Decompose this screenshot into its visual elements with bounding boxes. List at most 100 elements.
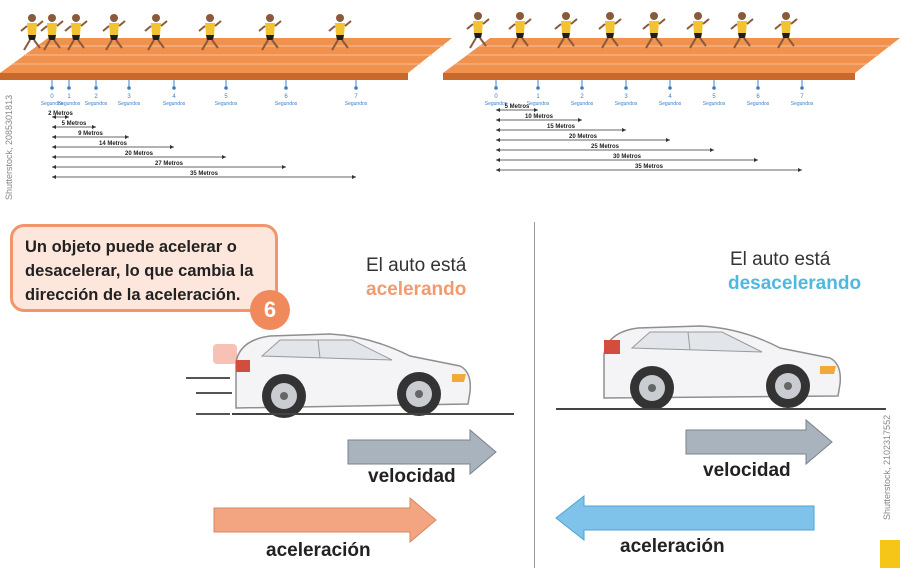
runner-left-3 [102,14,126,51]
tick-unit: Segundos [571,101,594,107]
runner-left-6 [258,14,282,51]
tick-number: 1 [67,94,71,100]
left-heading: El auto está [366,255,467,276]
distance-left-0: 2 Metros [48,111,73,119]
tick-number: 0 [50,94,54,100]
left-velocity-label: velocidad [368,466,456,487]
right-heading: El auto está [730,249,831,270]
car-accelerating [186,333,514,418]
distance-label: 30 Metros [613,154,642,160]
tick-unit: Segundos [58,101,81,107]
tick-number: 3 [127,94,131,100]
distance-right-3: 20 Metros [496,134,670,142]
callout-line-2: desacelerar, lo que cambia la [25,262,254,280]
distance-label: 9 Metros [78,131,103,137]
tick-number: 2 [580,94,584,100]
runner-right-0 [466,12,490,49]
tick-number: 5 [224,94,228,100]
distance-label: 27 Metros [155,161,184,167]
tick-unit: Segundos [118,101,141,107]
distance-left-2: 9 Metros [52,131,129,139]
runner-right-1 [508,12,532,49]
tick-unit: Segundos [747,101,770,107]
runner-right-5 [686,12,710,49]
right-state: desacelerando [728,273,862,294]
credit-right: Shutterstock, 2102317552 [882,414,892,520]
car-decelerating [556,325,886,410]
tick-number: 2 [94,94,98,100]
tick-number: 3 [624,94,628,100]
distance-right-4: 25 Metros [496,144,714,152]
runner-left-2 [64,14,88,51]
tick-unit: Segundos [345,101,368,107]
runner-left-0 [20,14,44,51]
distance-label: 10 Metros [525,114,554,120]
left-acceleration-label: aceleración [266,540,371,561]
runner-right-2 [554,12,578,49]
left-state: acelerando [366,279,467,300]
distance-right-5: 30 Metros [496,154,758,162]
distance-label: 20 Metros [569,134,598,140]
tick-number: 5 [712,94,716,100]
distance-left-6: 35 Metros [52,171,356,179]
tick-number: 4 [668,94,672,100]
tick-unit: Segundos [275,101,298,107]
runner-left-5 [198,14,222,51]
tick-number: 7 [354,94,358,100]
tick-unit: Segundos [163,101,186,107]
runner-left-1 [40,14,64,51]
distance-left-4: 20 Metros [52,151,226,159]
tick-number: 6 [284,94,288,100]
distance-label: 35 Metros [635,164,664,170]
velocity-arrow-right [685,418,833,466]
distance-right-0: 5 Metros [496,104,538,112]
tick-unit: Segundos [85,101,108,107]
info-callout: Un objeto puede acelerar o desacelerar, … [10,224,278,312]
distance-label: 2 Metros [48,111,73,117]
tick-number: 4 [172,94,176,100]
distance-left-3: 14 Metros [52,141,174,149]
runner-right-3 [598,12,622,49]
tick-unit: Segundos [791,101,814,107]
distance-label: 5 Metros [62,121,87,127]
acceleration-arrow-right [555,494,815,542]
distance-label: 20 Metros [125,151,154,157]
time-ticks: 0Segundos1Segundos2Segundos3Segundos4Seg… [41,80,814,107]
runners [20,12,798,51]
tick-unit: Segundos [215,101,238,107]
runner-right-6 [730,12,754,49]
tick-number: 7 [800,94,804,100]
tick-unit: Segundos [485,101,508,107]
panel-divider [534,222,535,568]
tick-number: 0 [494,94,498,100]
track-left [0,38,452,80]
right-velocity-label: velocidad [703,460,791,481]
credit-left: Shutterstock, 2085301813 [4,94,14,200]
page-tab [880,540,900,568]
step-badge: 6 [250,290,290,330]
runner-right-4 [642,12,666,49]
distance-right-6: 35 Metros [496,164,802,172]
distance-label: 5 Metros [505,104,530,110]
distance-arrows: 2 Metros 5 Metros 9 Metros 14 Metros 20 Metr… [48,104,802,179]
runner-left-7 [328,14,352,51]
distance-label: 25 Metros [591,144,620,150]
right-acceleration-label: aceleración [620,536,725,557]
tick-unit: Segundos [703,101,726,107]
